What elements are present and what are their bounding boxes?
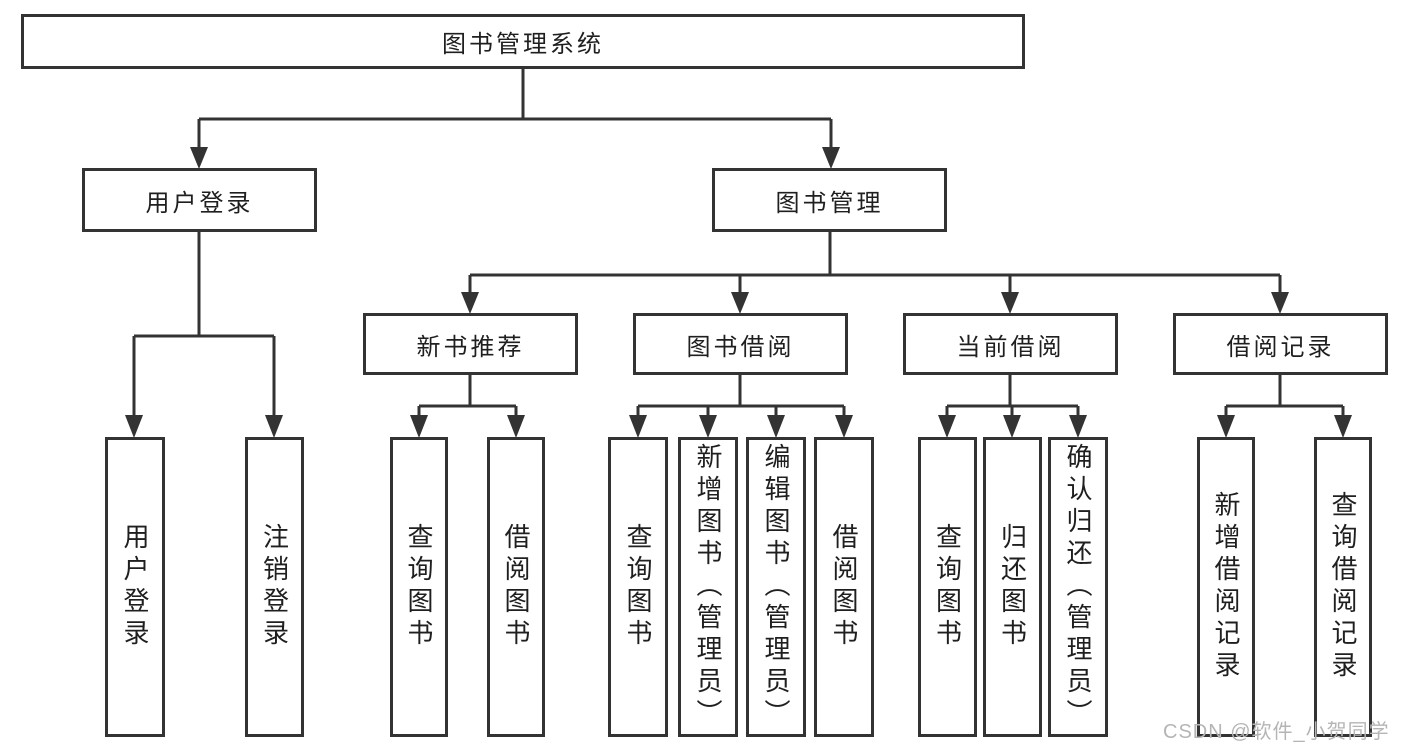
arrow-down-icon xyxy=(507,415,525,438)
node-label: 借阅记录 xyxy=(1226,333,1335,361)
leaf-add-book-admin: 新增图书（管理员） xyxy=(678,437,738,737)
leaf-query-books-recommend: 查询图书 xyxy=(390,437,448,737)
leaf-label: 确认归还（管理员） xyxy=(1063,443,1093,731)
arrow-down-icon xyxy=(822,147,840,169)
leaf-user-login: 用户登录 xyxy=(105,437,165,737)
node-label: 图书借阅 xyxy=(686,333,795,361)
arrow-down-icon xyxy=(699,415,717,438)
node-label: 图书管理 xyxy=(775,189,884,217)
arrow-down-icon xyxy=(1271,292,1289,314)
arrow-down-icon xyxy=(125,415,143,438)
leaf-borrow-books-recommend: 借阅图书 xyxy=(487,437,545,737)
node-current-borrow: 当前借阅 xyxy=(903,313,1118,375)
leaf-query-books-borrow: 查询图书 xyxy=(608,437,668,737)
leaf-label: 新增图书（管理员） xyxy=(693,443,723,731)
leaf-label: 查询图书 xyxy=(932,523,963,651)
arrow-down-icon xyxy=(190,147,208,169)
node-library-system: 图书管理系统 xyxy=(21,14,1025,69)
leaf-label: 用户登录 xyxy=(120,523,150,651)
node-label: 用户登录 xyxy=(145,189,254,217)
arrow-down-icon xyxy=(1217,415,1235,438)
leaf-label: 归还图书 xyxy=(997,523,1028,651)
node-label: 图书管理系统 xyxy=(442,31,604,58)
leaf-query-books-current: 查询图书 xyxy=(918,437,977,737)
node-book-management: 图书管理 xyxy=(712,168,947,232)
leaf-label: 编辑图书（管理员） xyxy=(761,443,791,731)
arrow-down-icon xyxy=(731,292,749,314)
leaf-borrow-books: 借阅图书 xyxy=(814,437,874,737)
node-borrow-records: 借阅记录 xyxy=(1173,313,1388,375)
arrow-down-icon xyxy=(1069,415,1087,438)
arrow-down-icon xyxy=(1001,292,1019,314)
arrow-down-icon xyxy=(767,415,785,438)
leaf-confirm-return-admin: 确认归还（管理员） xyxy=(1048,437,1108,737)
node-user-login: 用户登录 xyxy=(82,168,317,232)
leaf-add-borrow-record: 新增借阅记录 xyxy=(1197,437,1255,737)
arrow-down-icon xyxy=(1334,415,1352,438)
leaf-label: 查询图书 xyxy=(623,523,653,651)
leaf-label: 借阅图书 xyxy=(829,523,859,651)
leaf-return-book: 归还图书 xyxy=(983,437,1042,737)
arrow-down-icon xyxy=(265,415,283,438)
leaf-logout: 注销登录 xyxy=(245,437,304,737)
leaf-label: 新增借阅记录 xyxy=(1211,491,1241,683)
arrow-down-icon xyxy=(410,415,428,438)
arrow-down-icon xyxy=(1003,415,1021,438)
leaf-label: 借阅图书 xyxy=(501,523,531,651)
arrow-down-icon xyxy=(938,415,956,438)
leaf-edit-book-admin: 编辑图书（管理员） xyxy=(746,437,806,737)
node-book-borrow: 图书借阅 xyxy=(633,313,848,375)
node-label: 当前借阅 xyxy=(956,333,1065,361)
leaf-label: 查询图书 xyxy=(404,523,434,651)
arrow-down-icon xyxy=(629,415,647,438)
leaf-label: 查询借阅记录 xyxy=(1328,491,1358,683)
leaf-query-borrow-record: 查询借阅记录 xyxy=(1314,437,1372,737)
leaf-label: 注销登录 xyxy=(259,523,290,651)
arrow-down-icon xyxy=(835,415,853,438)
watermark: CSDN @软件_小贺同学 xyxy=(1163,721,1390,743)
node-new-book-recommend: 新书推荐 xyxy=(363,313,578,375)
node-label: 新书推荐 xyxy=(416,333,525,361)
arrow-down-icon xyxy=(461,292,479,314)
